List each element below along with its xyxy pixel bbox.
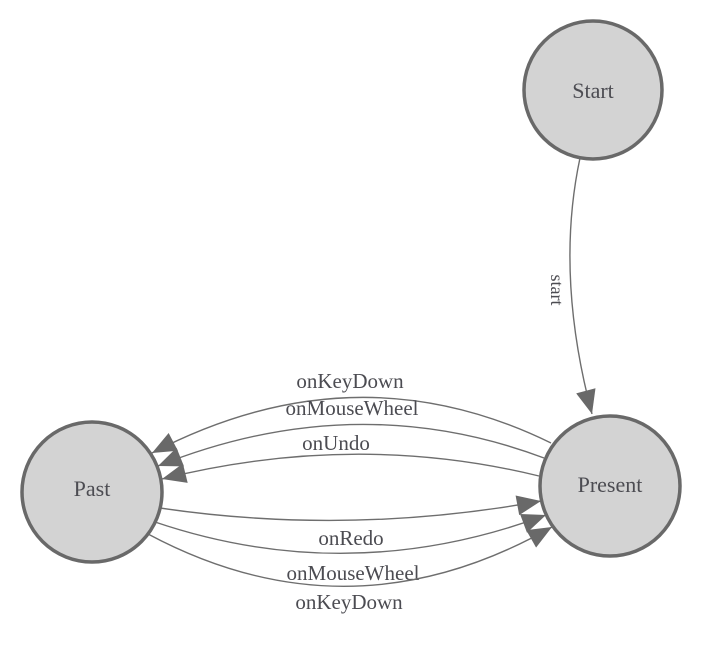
edge-label-onundo: onUndo xyxy=(302,431,370,455)
node-circle-start xyxy=(522,19,664,161)
edge-line-start xyxy=(569,157,596,415)
edge-line-onkeydown-top xyxy=(151,396,552,454)
edge-label-start: start xyxy=(547,275,567,306)
node-label-present: Present xyxy=(578,472,643,497)
edge-line-onredo xyxy=(159,495,542,522)
edge-label-onkeydown-bottom: onKeyDown xyxy=(295,590,403,614)
edge-line-onmousewheel-bottom xyxy=(154,513,547,555)
edge-present-to-past-onundo: onUndo xyxy=(161,431,540,483)
edge-start-to-present: start xyxy=(547,157,596,415)
edge-line-onkeydown-bottom xyxy=(147,526,553,587)
edge-label-onredo: onRedo xyxy=(318,526,383,550)
node-circle-past xyxy=(20,420,164,564)
edge-present-to-past-onmousewheel: onMouseWheel xyxy=(157,396,545,467)
edge-label-onkeydown-top: onKeyDown xyxy=(296,369,404,393)
node-label-start: Start xyxy=(572,78,614,103)
edge-past-to-present-onmousewheel: onMouseWheel xyxy=(154,513,547,585)
edge-label-onmousewheel-bottom: onMouseWheel xyxy=(287,561,420,585)
edge-past-to-present-onredo: onRedo xyxy=(159,495,542,550)
state-node-start[interactable]: Start xyxy=(522,19,664,161)
edge-line-onundo xyxy=(161,453,540,483)
node-circle-present xyxy=(538,414,682,558)
node-label-past: Past xyxy=(74,476,111,501)
edge-present-to-past-onkeydown: onKeyDown xyxy=(151,369,552,454)
edge-label-onmousewheel-top: onMouseWheel xyxy=(286,396,419,420)
state-node-past[interactable]: Past xyxy=(20,420,164,564)
edge-line-onmousewheel-top xyxy=(157,423,545,467)
edge-past-to-present-onkeydown: onKeyDown xyxy=(147,526,553,614)
state-node-present[interactable]: Present xyxy=(538,414,682,558)
